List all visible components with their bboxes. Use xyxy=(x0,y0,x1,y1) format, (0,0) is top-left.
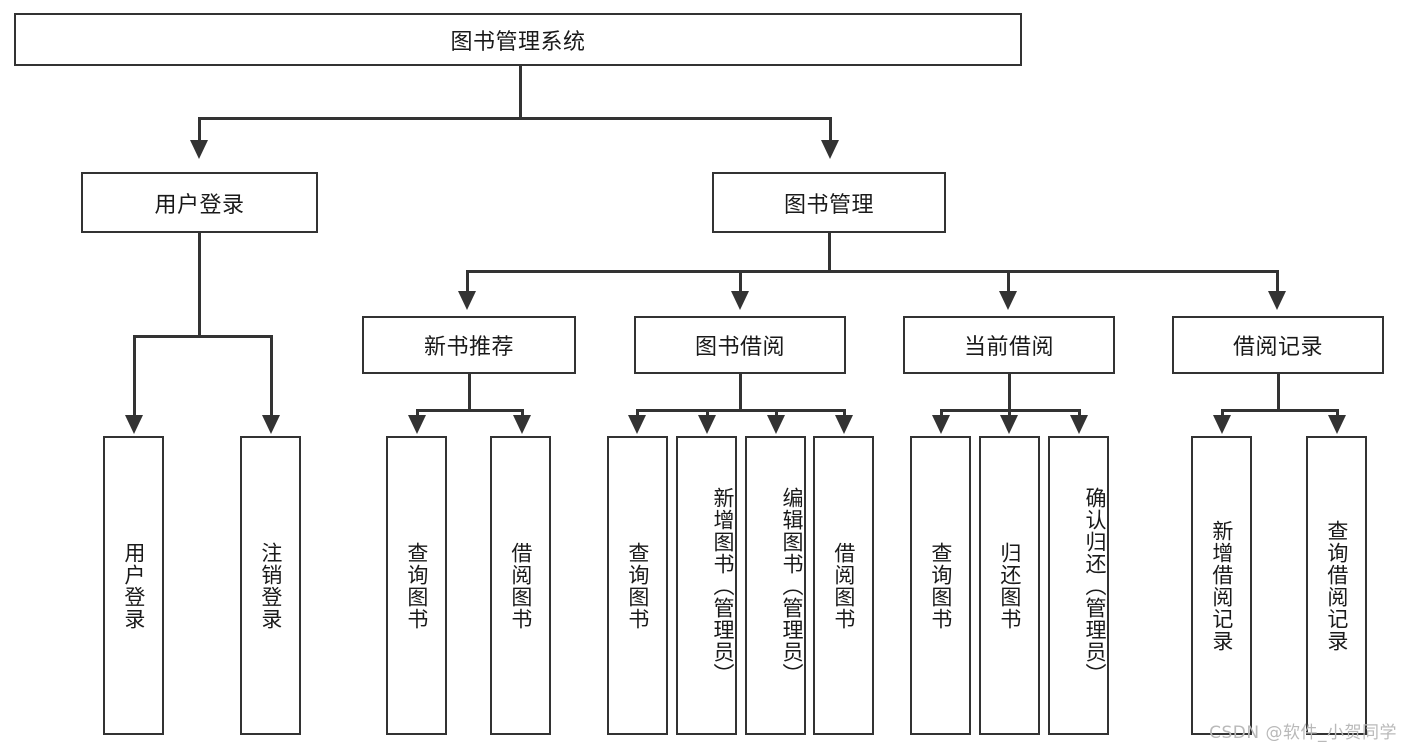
leaf-new-book-borrow-book[interactable]: 借阅图书 xyxy=(490,436,551,735)
node-label: 查询借阅记录 xyxy=(1324,519,1349,652)
node-label: 图书借阅 xyxy=(694,335,785,360)
arrowhead-book-management xyxy=(821,140,839,159)
node-label: 新增借阅记录 xyxy=(1209,519,1234,652)
node-label: 图书管理 xyxy=(783,192,874,218)
arrowhead-new-book-recommend xyxy=(458,291,476,310)
arrowhead-bb-leaf-4 xyxy=(835,415,853,434)
arrowhead-current-borrow xyxy=(999,291,1017,310)
leaf-borrow-record-add-record[interactable]: 新增借阅记录 xyxy=(1191,436,1252,735)
connector-bm-branch-1 xyxy=(466,270,469,293)
node-book-management[interactable]: 图书管理 xyxy=(712,172,946,233)
connector-user-login-bus xyxy=(133,335,272,338)
connector-bb-branch-3 xyxy=(775,409,778,417)
leaf-borrow-record-query-record[interactable]: 查询借阅记录 xyxy=(1306,436,1367,735)
connector-bm-branch-4 xyxy=(1276,270,1279,293)
node-label: 新书推荐 xyxy=(423,335,514,360)
node-root-book-management-system[interactable]: 图书管理系统 xyxy=(14,13,1022,66)
node-label: 确认归还（管理员） xyxy=(1083,486,1107,685)
node-label: 查询图书 xyxy=(404,541,429,630)
connector-bb-branch-2 xyxy=(706,409,709,417)
arrowhead-bb-leaf-3 xyxy=(767,415,785,434)
connector-root-bus xyxy=(198,117,831,120)
arrowhead-borrow-record xyxy=(1268,291,1286,310)
connector-root-to-user-login xyxy=(198,117,201,142)
connector-nbr-bus xyxy=(416,409,524,412)
csdn-watermark: CSDN @软件_小贺同学 xyxy=(1209,723,1397,743)
leaf-user-login-logout[interactable]: 注销登录 xyxy=(240,436,301,735)
arrowhead-book-borrow xyxy=(731,291,749,310)
node-label: 用户登录 xyxy=(121,541,146,630)
leaf-book-borrow-add-book[interactable]: 新增图书（管理员） xyxy=(676,436,737,735)
connector-cb-branch-3 xyxy=(1078,409,1081,417)
arrowhead-leaf-logout xyxy=(262,415,280,434)
connector-br-bus xyxy=(1221,409,1338,412)
leaf-current-borrow-query-book[interactable]: 查询图书 xyxy=(910,436,971,735)
connector-cb-branch-2 xyxy=(1008,409,1011,417)
node-label: 图书管理系统 xyxy=(450,29,586,55)
node-label: 编辑图书（管理员） xyxy=(780,486,804,685)
connector-nbr-stem xyxy=(468,374,471,410)
connector-bm-branch-3 xyxy=(1007,270,1010,293)
node-new-book-recommend[interactable]: 新书推荐 xyxy=(362,316,576,374)
connector-cb-branch-1 xyxy=(940,409,943,417)
arrowhead-br-leaf-1 xyxy=(1213,415,1231,434)
node-label: 新增图书（管理员） xyxy=(711,486,735,685)
connector-root-to-book-management xyxy=(829,117,832,142)
node-label: 注销登录 xyxy=(258,541,283,630)
arrowhead-user-login xyxy=(190,140,208,159)
node-label: 归还图书 xyxy=(997,541,1022,630)
leaf-book-borrow-borrow-book[interactable]: 借阅图书 xyxy=(813,436,874,735)
arrowhead-cb-leaf-1 xyxy=(932,415,950,434)
connector-user-login-branch-1 xyxy=(133,335,136,417)
node-borrow-record[interactable]: 借阅记录 xyxy=(1172,316,1384,374)
connector-user-login-branch-2 xyxy=(270,335,273,417)
connector-bb-branch-1 xyxy=(636,409,639,417)
connector-br-branch-2 xyxy=(1336,409,1339,417)
arrowhead-leaf-user-login xyxy=(125,415,143,434)
arrowhead-nbr-leaf-1 xyxy=(408,415,426,434)
node-label: 用户登录 xyxy=(154,192,245,218)
connector-cb-stem xyxy=(1008,374,1011,410)
node-label: 查询图书 xyxy=(625,541,650,630)
node-label: 借阅图书 xyxy=(508,541,533,630)
connector-br-stem xyxy=(1277,374,1280,410)
node-book-borrow[interactable]: 图书借阅 xyxy=(634,316,846,374)
connector-book-management-bus xyxy=(466,270,1278,273)
arrowhead-bb-leaf-2 xyxy=(698,415,716,434)
connector-root-stem xyxy=(519,66,522,118)
arrowhead-br-leaf-2 xyxy=(1328,415,1346,434)
node-label: 查询图书 xyxy=(928,541,953,630)
leaf-current-borrow-confirm-return[interactable]: 确认归还（管理员） xyxy=(1048,436,1109,735)
connector-nbr-branch-2 xyxy=(521,409,524,417)
leaf-new-book-query-book[interactable]: 查询图书 xyxy=(386,436,447,735)
connector-nbr-branch-1 xyxy=(416,409,419,417)
node-current-borrow[interactable]: 当前借阅 xyxy=(903,316,1115,374)
arrowhead-nbr-leaf-2 xyxy=(513,415,531,434)
connector-br-branch-1 xyxy=(1221,409,1224,417)
leaf-user-login-login[interactable]: 用户登录 xyxy=(103,436,164,735)
connector-user-login-stem xyxy=(198,233,201,336)
connector-book-management-stem xyxy=(828,233,831,271)
node-label: 借阅记录 xyxy=(1232,335,1323,360)
arrowhead-cb-leaf-3 xyxy=(1070,415,1088,434)
connector-bb-stem xyxy=(739,374,742,410)
connector-bb-branch-4 xyxy=(843,409,846,417)
leaf-current-borrow-return-book[interactable]: 归还图书 xyxy=(979,436,1040,735)
arrowhead-cb-leaf-2 xyxy=(1000,415,1018,434)
arrowhead-bb-leaf-1 xyxy=(628,415,646,434)
connector-bb-bus xyxy=(636,409,844,412)
leaf-book-borrow-query-book[interactable]: 查询图书 xyxy=(607,436,668,735)
leaf-book-borrow-edit-book[interactable]: 编辑图书（管理员） xyxy=(745,436,806,735)
node-user-login[interactable]: 用户登录 xyxy=(81,172,318,233)
node-label: 借阅图书 xyxy=(831,541,856,630)
node-label: 当前借阅 xyxy=(963,335,1054,360)
connector-bm-branch-2 xyxy=(739,270,742,293)
